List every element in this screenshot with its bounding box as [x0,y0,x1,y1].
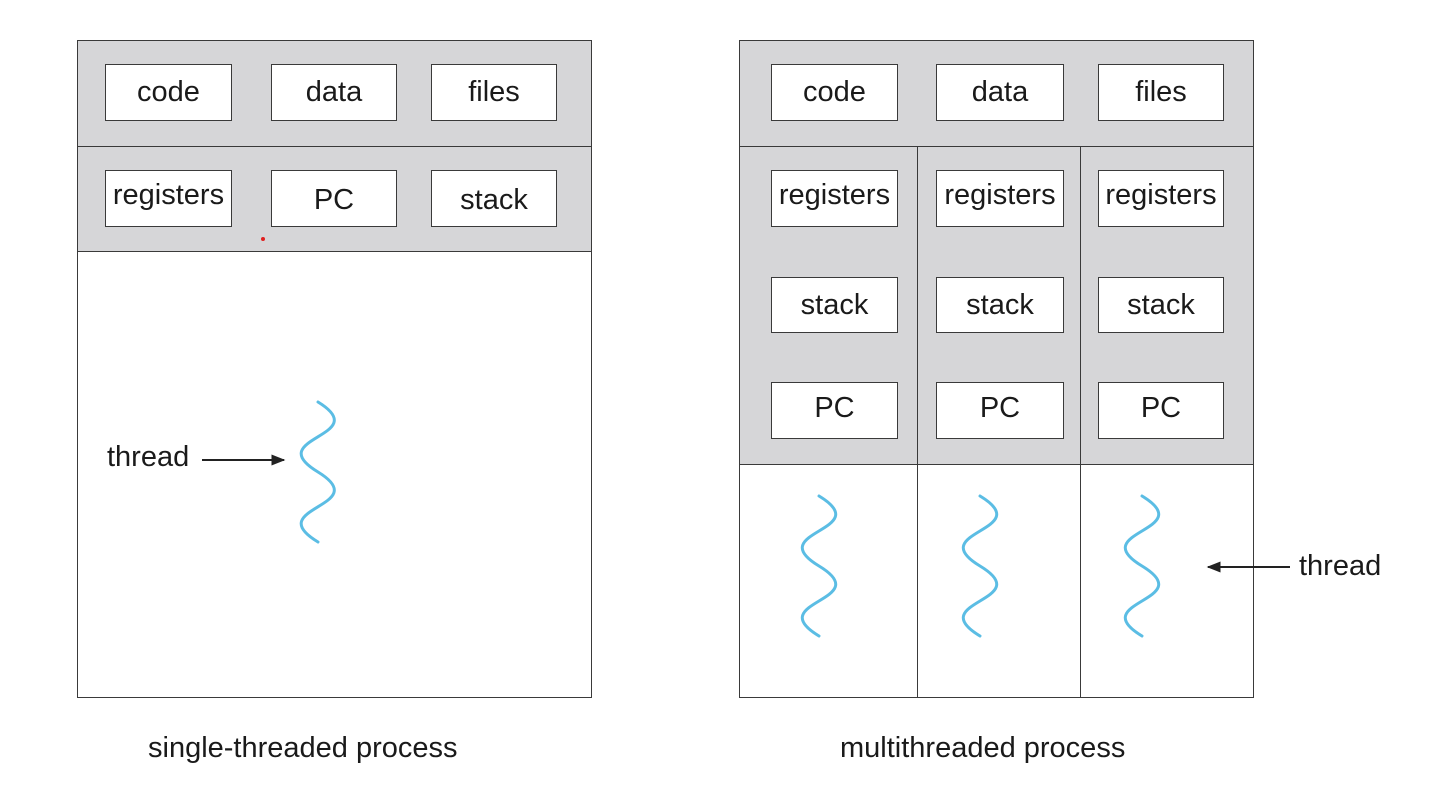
multi-caption: multithreaded process [840,732,1126,764]
multi-thread-label: thread [1299,550,1382,582]
single-stack-box: stack [431,170,557,227]
single-caption: single-threaded process [148,732,458,764]
thread-3-pc-box: PC [1098,382,1224,439]
multi-divider-1 [739,146,1254,147]
single-divider-2 [77,251,592,252]
multi-code-box: code [771,64,898,121]
thread-1-stack-box: stack [771,277,898,333]
thread-1-registers-box: registers [771,170,898,227]
single-files-box: files [431,64,557,121]
thread-3-registers-box: registers [1098,170,1224,227]
single-thread-area [77,252,592,698]
thread-2-stack-box: stack [936,277,1064,333]
thread-1-pc-box: PC [771,382,898,439]
multi-thread-area [739,465,1254,698]
single-pc-box: PC [271,170,397,227]
single-code-box: code [105,64,232,121]
thread-2-registers-box: registers [936,170,1064,227]
single-data-box: data [271,64,397,121]
multi-files-box: files [1098,64,1224,121]
multi-column-divider-1 [917,146,918,698]
multi-data-box: data [936,64,1064,121]
single-divider-1 [77,146,592,147]
thread-2-pc-box: PC [936,382,1064,439]
single-registers-box: registers [105,170,232,227]
thread-3-stack-box: stack [1098,277,1224,333]
single-thread-label: thread [107,441,190,473]
multi-divider-2 [739,464,1254,465]
multi-column-divider-2 [1080,146,1081,698]
